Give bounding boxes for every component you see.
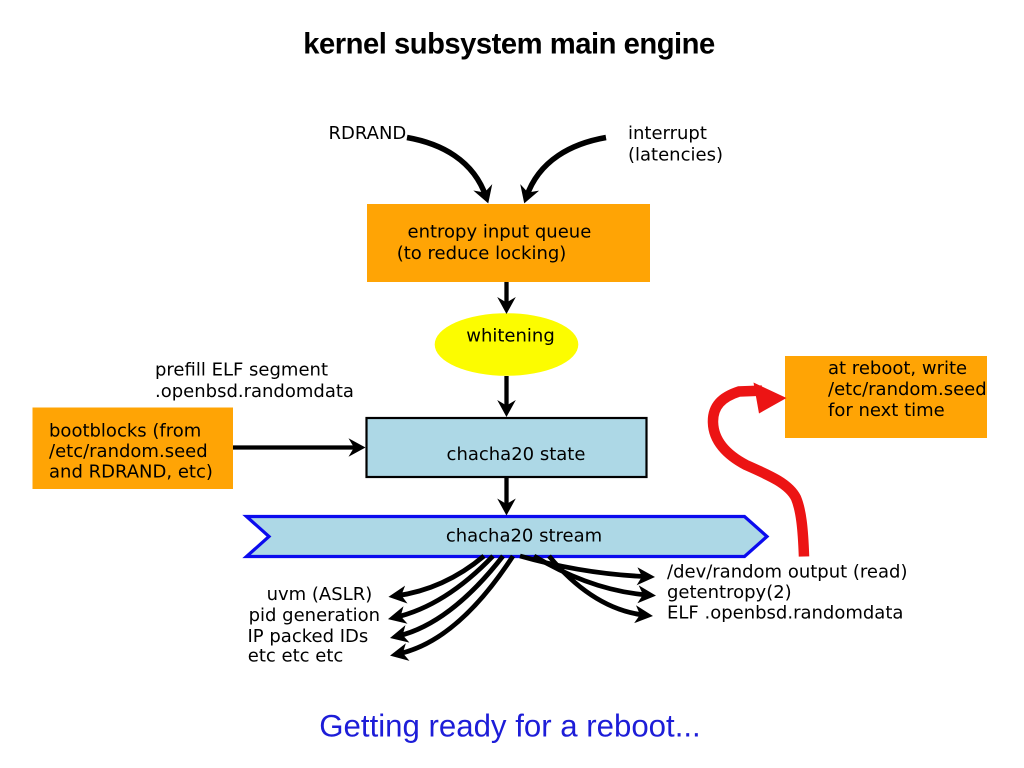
svg-text:chacha20 state: chacha20 state xyxy=(447,444,586,465)
svg-text:prefill ELF segment: prefill ELF segment xyxy=(155,360,328,381)
svg-text:and RDRAND, etc): and RDRAND, etc) xyxy=(49,461,213,482)
svg-text:entropy input queue: entropy input queue xyxy=(408,222,592,243)
svg-text:ELF .openbsd.randomdata: ELF .openbsd.randomdata xyxy=(667,603,903,624)
svg-text:whitening: whitening xyxy=(466,326,555,347)
svg-text:at reboot, write: at reboot, write xyxy=(828,358,967,379)
svg-text:for next time: for next time xyxy=(828,400,945,421)
svg-text:kernel subsystem main engine: kernel subsystem main engine xyxy=(303,29,715,61)
svg-text:chacha20 stream: chacha20 stream xyxy=(446,526,602,547)
svg-text:interrupt: interrupt xyxy=(628,123,707,144)
svg-text:etc etc etc: etc etc etc xyxy=(248,646,344,667)
svg-text:/etc/random.seed: /etc/random.seed xyxy=(49,441,208,462)
svg-text:RDRAND: RDRAND xyxy=(329,123,407,144)
svg-text:(to reduce locking): (to reduce locking) xyxy=(397,243,567,264)
svg-text:IP packed IDs: IP packed IDs xyxy=(248,626,369,647)
svg-text:/etc/random.seed: /etc/random.seed xyxy=(828,379,987,400)
svg-text:getentropy(2): getentropy(2) xyxy=(667,582,792,603)
svg-text:.openbsd.randomdata: .openbsd.randomdata xyxy=(155,381,354,402)
svg-text:/dev/random output (read): /dev/random output (read) xyxy=(667,562,908,583)
svg-text:(latencies): (latencies) xyxy=(628,145,723,166)
svg-text:pid generation: pid generation xyxy=(249,605,380,626)
svg-text:bootblocks (from: bootblocks (from xyxy=(49,420,201,441)
svg-text:Getting ready for a reboot...: Getting ready for a reboot... xyxy=(319,709,700,744)
svg-text:uvm (ASLR): uvm (ASLR) xyxy=(267,584,373,605)
